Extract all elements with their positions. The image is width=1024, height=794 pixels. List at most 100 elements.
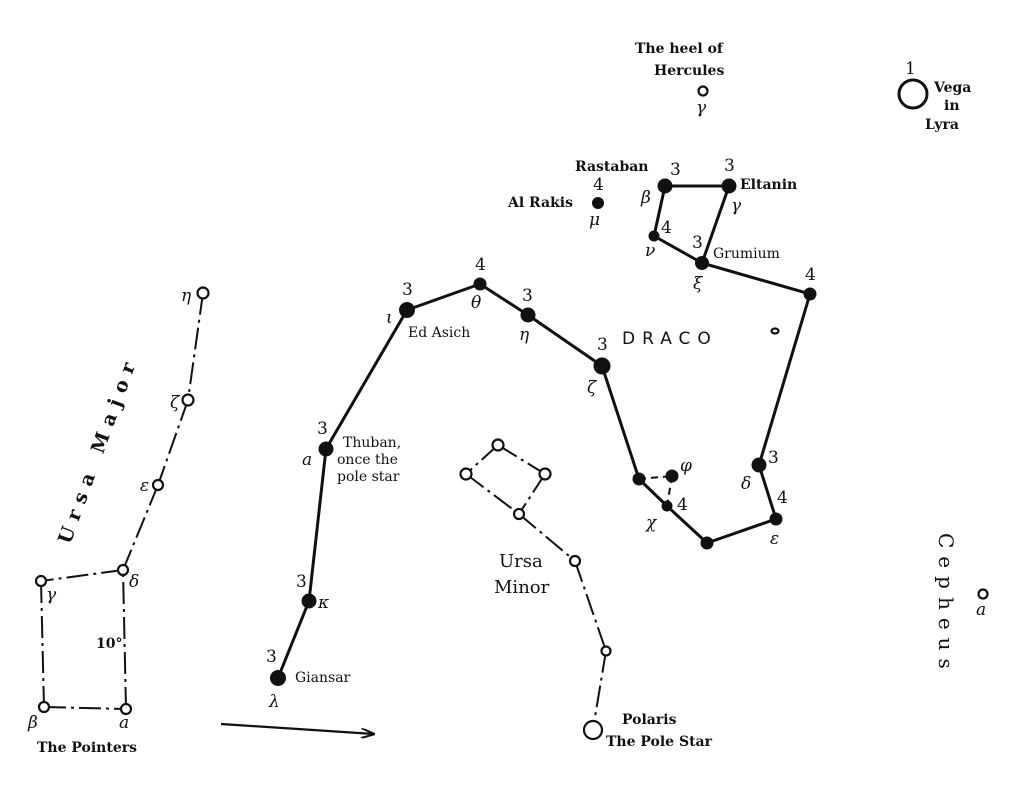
greek-draco-gamma: γ [731, 196, 742, 216]
greek-draco-epsilon: ε [770, 529, 779, 549]
star-draco-theta[interactable] [473, 277, 487, 291]
greek-draco-iota: ι [386, 308, 393, 328]
greek-draco-mu: μ [589, 210, 600, 230]
line-uma-eta-zeta [187, 292, 204, 401]
star-draco-eta[interactable] [520, 307, 536, 323]
star-uma-alpha[interactable] [119, 702, 133, 716]
line-delta-epsilon [757, 464, 778, 520]
star-draco-phi[interactable] [665, 469, 679, 483]
line-umi-to-polaris [592, 650, 607, 730]
constellation-label-cepheus: Cepheus [934, 533, 958, 677]
line-beta-nu [652, 185, 667, 237]
star-uma-gamma[interactable] [34, 574, 48, 588]
line-bottom-chi [665, 504, 709, 545]
mag-draco-epsilon: 4 [777, 488, 788, 508]
star-draco-mu[interactable] [592, 197, 604, 209]
star-vega[interactable] [897, 78, 929, 110]
star-draco-iota[interactable] [399, 302, 415, 318]
star-umi-6[interactable] [600, 645, 612, 657]
star-draco-xi[interactable] [695, 256, 709, 270]
star-draco-kappa[interactable] [301, 593, 317, 609]
star-draco-gamma[interactable] [721, 178, 737, 194]
star-draco-beta[interactable] [657, 178, 673, 194]
label-vega-line3: Lyra [925, 117, 959, 133]
star-umi-3[interactable] [538, 467, 552, 481]
greek-draco-phi: φ [680, 456, 692, 476]
star-draco-delta[interactable] [751, 457, 767, 473]
greek-draco-kappa: κ [317, 593, 329, 613]
star-hercules-gamma[interactable] [697, 85, 709, 97]
direction-arrow [220, 722, 374, 734]
label-thuban-line3: pole star [337, 469, 400, 485]
line-uma-gamma-beta [40, 580, 45, 708]
label-thuban-line2: once the [337, 452, 398, 468]
constellation-label-draco: DRACO [622, 329, 718, 349]
star-draco-nu[interactable] [648, 230, 660, 242]
mag-draco-beta: 3 [670, 160, 681, 180]
star-draco-bottom[interactable] [700, 536, 714, 550]
line-uma-beta-alpha [43, 706, 127, 710]
line-zeta-eta [527, 313, 603, 368]
line-uma-epsilon-delta [122, 484, 159, 571]
label-rastaban: Rastaban [575, 159, 649, 175]
line-phileft-zeta [600, 365, 641, 480]
mag-draco-mu: 4 [593, 175, 604, 195]
line-umi-top-left [465, 444, 499, 475]
line-gamma-xi [700, 185, 731, 264]
line-iota-alpha [324, 309, 409, 450]
star-uma-eta[interactable] [196, 286, 210, 300]
star-uma-beta[interactable] [37, 700, 51, 714]
star-uma-epsilon[interactable] [151, 478, 165, 492]
line-umi-bottom-next [518, 513, 576, 562]
line-xi-star4 [701, 261, 811, 296]
mag-draco-delta: 3 [768, 448, 779, 468]
star-draco-phileft[interactable] [632, 472, 646, 486]
star-draco-alpha[interactable] [318, 441, 334, 457]
mag-vega: 1 [905, 59, 916, 79]
line-epsilon-bottom [706, 517, 777, 545]
label-al-rakis: Al Rakis [507, 195, 573, 211]
star-cep-alpha[interactable] [977, 588, 989, 600]
mag-draco-kappa: 3 [296, 572, 307, 592]
label-polaris-line1: Polaris [622, 712, 677, 728]
star-draco-zeta[interactable] [593, 357, 611, 375]
line-umi-left-bottom [465, 473, 520, 515]
greek-draco-nu: ν [645, 241, 655, 261]
greek-uma-zeta: ζ [170, 393, 181, 413]
greek-uma-epsilon: ε [140, 476, 149, 496]
label-heel-line2: Hercules [654, 63, 724, 79]
greek-draco-theta: θ [471, 293, 481, 313]
constellation-label-ursa-minor-line1: Ursa [499, 551, 543, 572]
line-umi-next-next [574, 560, 607, 652]
star-draco-epsilon[interactable] [769, 512, 783, 526]
star-umi-polaris[interactable] [582, 719, 604, 741]
greek-cep-alpha: a [976, 600, 986, 620]
stars [34, 78, 989, 741]
greek-draco-zeta: ζ [587, 378, 598, 398]
line-uma-zeta-epsilon [157, 399, 189, 486]
star-umi-2[interactable] [459, 467, 473, 481]
label-vega-line1: Vega [933, 80, 971, 96]
line-eta-theta [479, 282, 529, 317]
star-draco-omicron[interactable] [770, 327, 780, 335]
star-draco-chi[interactable] [661, 500, 673, 512]
line-umi-top-right [497, 444, 546, 475]
star-umi-1[interactable] [491, 438, 505, 452]
label-giansar: Giansar [295, 670, 351, 686]
star-uma-zeta[interactable] [181, 393, 195, 407]
star-umi-4[interactable] [512, 507, 526, 521]
label-ed-asich: Ed Asich [408, 325, 470, 341]
label-pointer-distance: 10° [96, 636, 122, 652]
label-grumium: Grumium [713, 246, 780, 262]
star-draco-lambda[interactable] [270, 670, 286, 686]
line-star4-delta [757, 293, 812, 466]
star-uma-delta[interactable] [116, 563, 130, 577]
star-draco-unnamed-4[interactable] [803, 287, 817, 301]
star-umi-5[interactable] [568, 554, 582, 568]
mag-draco-iota: 3 [402, 280, 413, 300]
greek-uma-beta: β [27, 713, 38, 733]
line-kappa-lambda [276, 600, 311, 679]
line-alpha-kappa [307, 448, 328, 602]
mag-draco-xi: 3 [692, 233, 703, 253]
labels: The heel of Hercules γ 1 Vega in Lyra Ra… [27, 41, 986, 756]
